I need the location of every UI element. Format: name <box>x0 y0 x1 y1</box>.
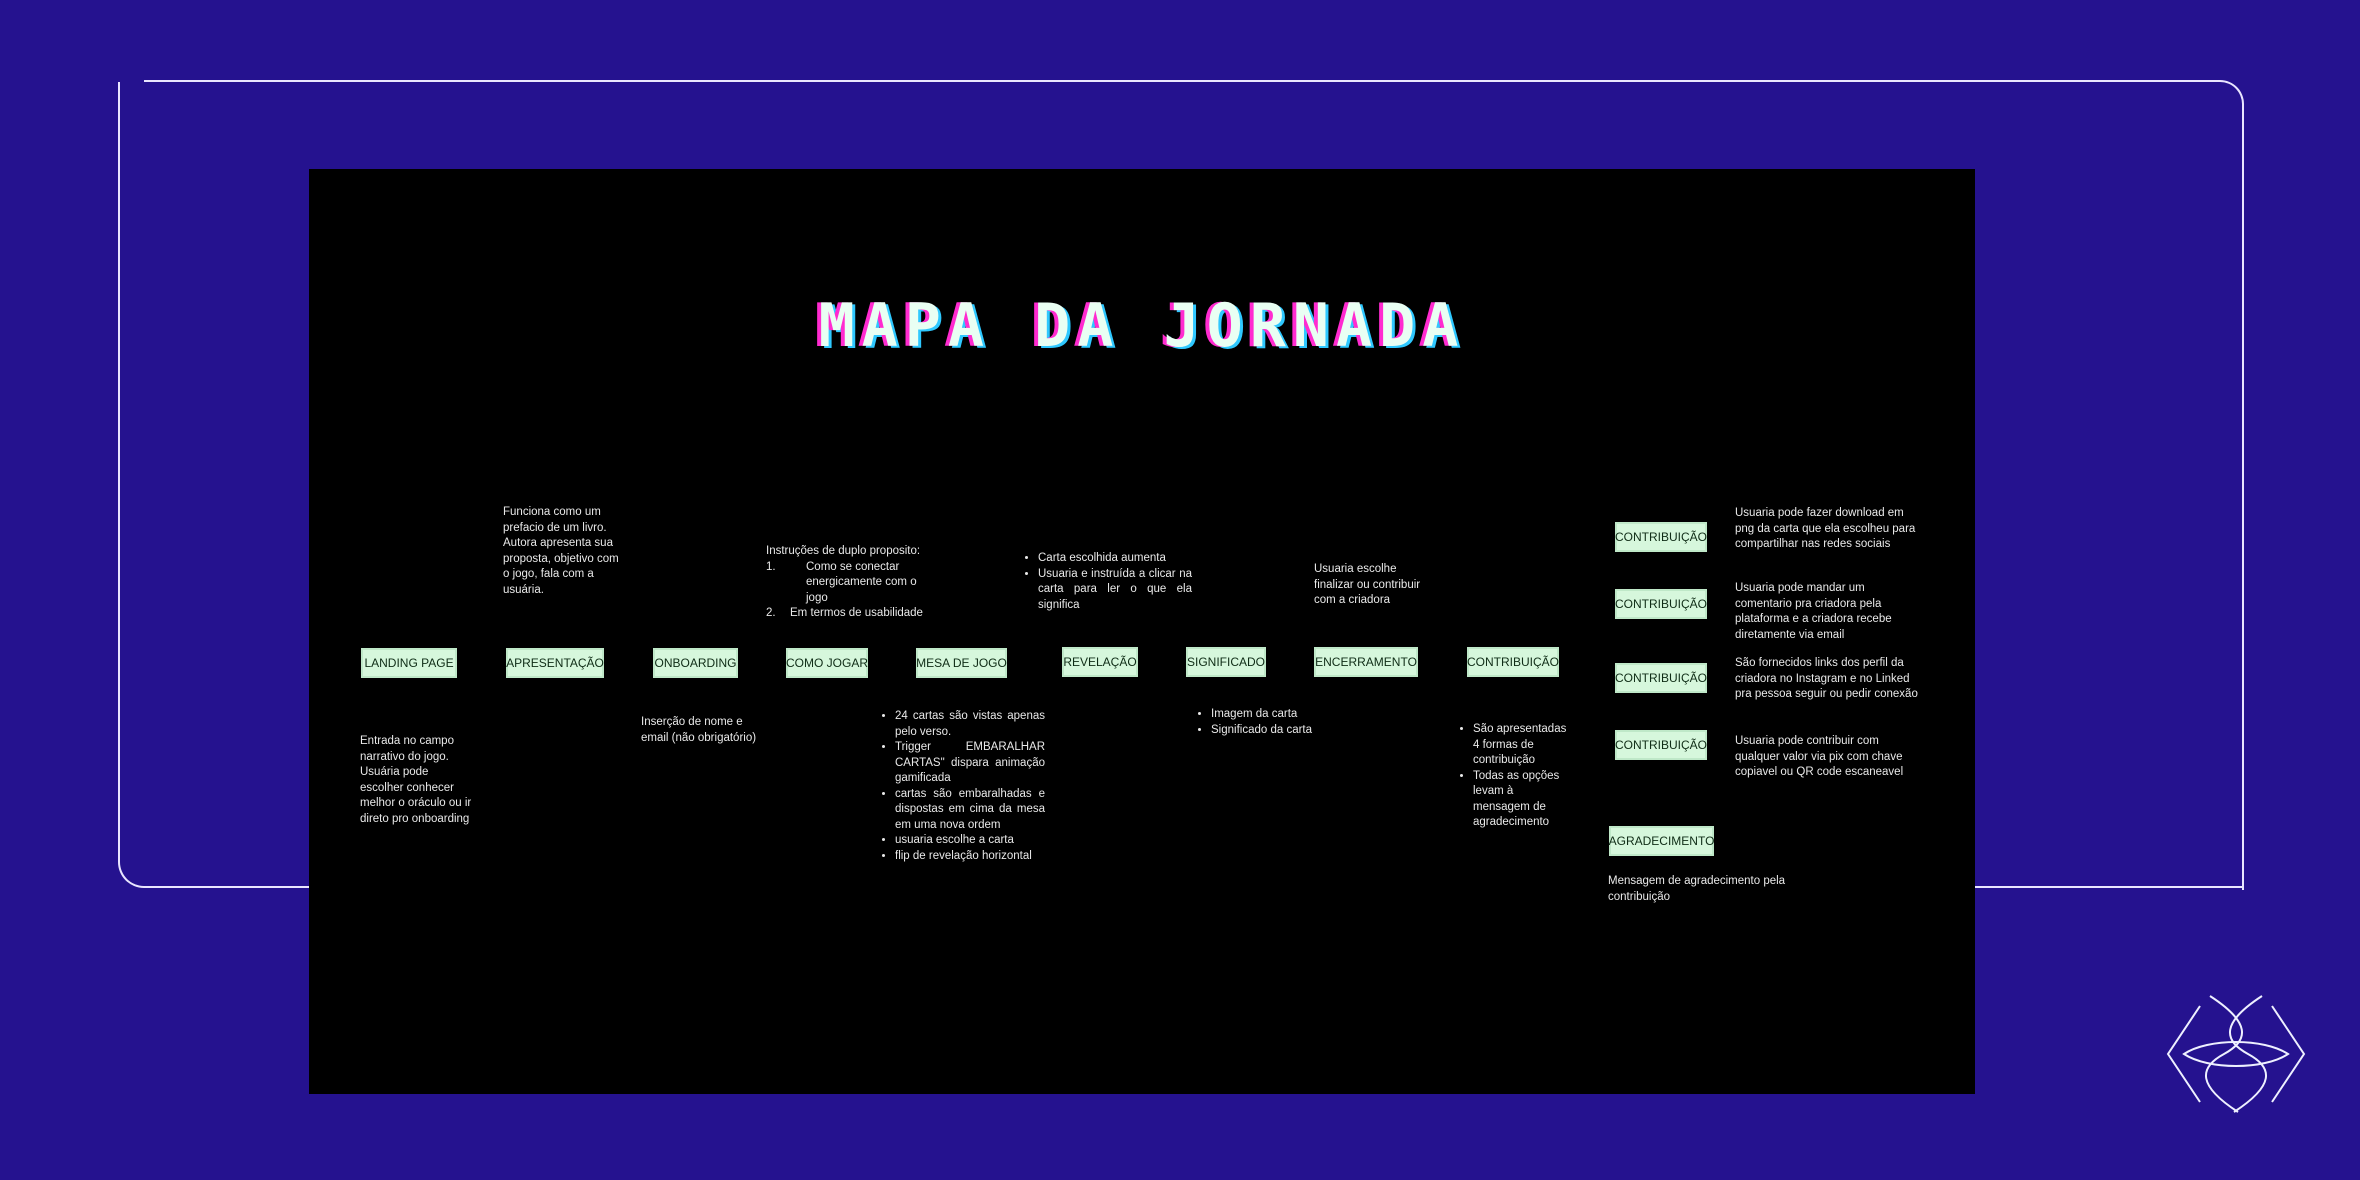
list-item: 24 cartas são vistas apenas pelo verso. <box>895 709 1045 740</box>
note-contribuicao-2: Usuaria pode mandar um comentario pra cr… <box>1735 582 1892 641</box>
node-agradecimento: AGRADECIMENTO <box>1609 826 1714 856</box>
node-contribuicao-2: CONTRIBUIÇÃO <box>1615 589 1707 619</box>
note-contribuicao-1: Usuaria pode fazer download em png da ca… <box>1735 507 1916 550</box>
note-contribuicao-4: Usuaria pode contribuir com qualquer val… <box>1735 735 1904 778</box>
list-item: São apresentadas 4 formas de contribuiçã… <box>1473 722 1573 769</box>
diamond-knot-logo-icon <box>2166 995 2306 1113</box>
list-item: flip de revelação horizontal <box>895 849 1045 865</box>
decorative-frame-line-2 <box>144 80 2244 890</box>
page-title: MAPA DA JORNADA <box>818 291 1466 361</box>
list-item: Todas as opções levam à mensagem de agra… <box>1473 769 1573 831</box>
note-como-jogar-item-1-text: Como se conectar energicamente com o jog… <box>806 560 917 604</box>
node-mesa-de-jogo: MESA DE JOGO <box>916 648 1007 678</box>
node-significado: SIGNIFICADO <box>1186 647 1266 677</box>
node-contribuicao-1: CONTRIBUIÇÃO <box>1615 522 1707 552</box>
list-item: usuaria escolhe a carta <box>895 833 1045 849</box>
note-como-jogar: Instruções de duplo proposito: 1. Como s… <box>766 544 924 622</box>
list-item: cartas são embaralhadas e dispostas em c… <box>895 787 1045 834</box>
node-contribuicao-4: CONTRIBUIÇÃO <box>1615 730 1707 760</box>
node-onboarding: ONBOARDING <box>653 648 738 678</box>
note-encerramento: Usuaria escolhe finalizar ou contribuir … <box>1314 563 1421 606</box>
note-contribuicao-main: São apresentadas 4 formas de contribuiçã… <box>1457 722 1573 831</box>
note-contribuicao-3: São fornecidos links dos perfil da criad… <box>1735 657 1918 700</box>
note-como-jogar-item-1: 1. Como se conectar energicamente com o … <box>766 560 924 607</box>
note-apresentacao: Funciona como um prefacio de um livro. A… <box>503 506 619 596</box>
note-mesa-de-jogo: 24 cartas são vistas apenas pelo verso. … <box>879 709 1045 864</box>
node-apresentacao: APRESENTAÇÃO <box>506 648 604 678</box>
node-landing-page: LANDING PAGE <box>361 648 457 678</box>
list-item: Significado da carta <box>1211 723 1325 739</box>
node-contribuicao-main: CONTRIBUIÇÃO <box>1467 647 1559 677</box>
node-como-jogar: COMO JOGAR <box>786 648 868 678</box>
note-onboarding: Inserção de nome e email (não obrigatóri… <box>641 716 757 744</box>
frame-gap <box>118 0 144 82</box>
note-significado: Imagem da carta Significado da carta <box>1195 707 1325 738</box>
note-landing-page: Entrada no campo narrativo do jogo. Usuá… <box>360 735 472 825</box>
list-item: Trigger EMBARALHAR CARTAS" dispara anima… <box>895 740 1045 787</box>
note-como-jogar-item-2-text: Em termos de usabilidade <box>790 607 923 619</box>
node-contribuicao-3: CONTRIBUIÇÃO <box>1615 663 1707 693</box>
node-encerramento: ENCERRAMENTO <box>1314 647 1418 677</box>
note-como-jogar-item-2: 2. Em termos de usabilidade <box>766 606 924 622</box>
note-como-jogar-intro: Instruções de duplo proposito: <box>766 545 921 557</box>
journey-map-canvas: MAPA DA JORNADA LANDING PAGE APRESENTAÇÃ… <box>309 169 1975 1094</box>
note-revelacao: Carta escolhida aumenta Usuaria e instru… <box>1022 551 1192 613</box>
note-agradecimento: Mensagem de agradecimento pela contribui… <box>1608 875 1786 903</box>
node-revelacao: REVELAÇÃO <box>1062 647 1138 677</box>
list-item: Carta escolhida aumenta <box>1038 551 1192 567</box>
list-item: Usuaria e instruída a clicar na carta pa… <box>1038 567 1192 614</box>
list-item: Imagem da carta <box>1211 707 1325 723</box>
